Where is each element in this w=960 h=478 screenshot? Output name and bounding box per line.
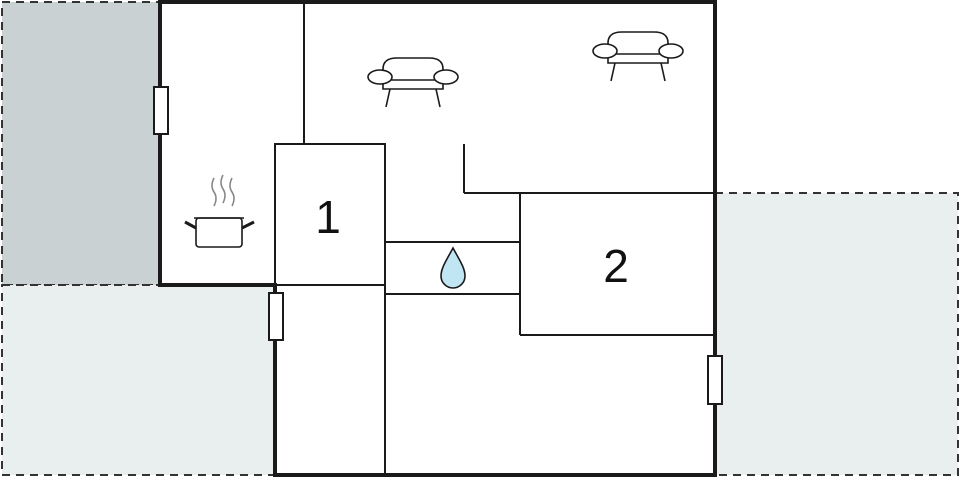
water-drop-icon — [440, 246, 466, 289]
interior-floor — [160, 2, 715, 475]
sofa-icon — [367, 57, 459, 108]
cooking-pot-icon — [184, 174, 255, 248]
window-left — [153, 86, 169, 135]
room-2-label: 2 — [603, 240, 629, 292]
outer-wall — [158, 0, 717, 477]
sofa-icon — [592, 31, 684, 82]
window-right — [707, 355, 723, 405]
terrace-left-lower — [1, 284, 276, 476]
terrace-left-upper — [1, 1, 161, 286]
room-1-label: 1 — [315, 191, 341, 243]
terrace-right — [714, 192, 959, 476]
window-bottom-left — [268, 292, 284, 341]
interior-walls — [274, 2, 715, 475]
